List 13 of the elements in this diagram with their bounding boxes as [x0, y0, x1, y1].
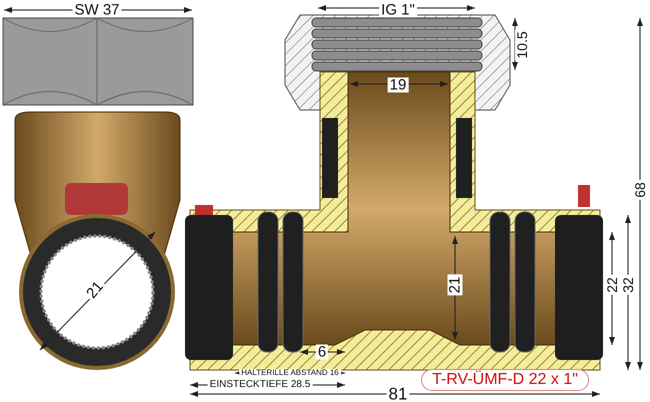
dimension-label: 19	[388, 78, 408, 92]
dimension-label: HALTERILLE ABSTAND 16	[239, 369, 341, 377]
dimension-label: 10.5	[515, 29, 529, 61]
dimension-label: 32	[621, 275, 635, 295]
dimension-label: 6	[316, 344, 328, 360]
dimension-label: SW 37	[72, 2, 122, 18]
dimension-label: 21	[448, 274, 462, 296]
dimension-label: 68	[633, 180, 647, 200]
part-number-label: T-RV-ÜMF-D 22 x 1"	[421, 369, 589, 391]
dimension-label: 22	[605, 275, 619, 295]
dimension-label: EINSTECKTIEFE 28.5	[208, 380, 312, 390]
dimension-label: 81	[386, 386, 410, 402]
dimension-label: IG 1"	[379, 2, 417, 18]
